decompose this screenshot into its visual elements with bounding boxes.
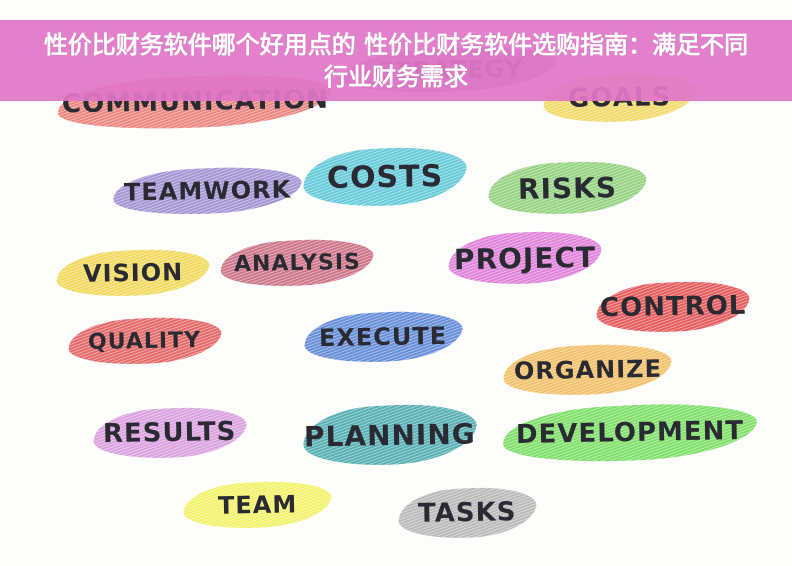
title-banner: 性价比财务软件哪个好用点的 性价比财务软件选购指南：满足不同行业财务需求 (0, 20, 792, 101)
keyword-execute: EXECUTE (301, 307, 466, 367)
keyword-label: PROJECT (453, 240, 597, 276)
keyword-label: EXECUTE (319, 321, 448, 353)
keyword-label: VISION (82, 258, 184, 288)
keyword-label: QUALITY (88, 327, 202, 355)
keyword-costs: COSTS (299, 143, 471, 211)
keyword-label: TEAMWORK (123, 175, 292, 207)
keyword-label: PLANNING (303, 417, 477, 453)
keyword-risks: RISKS (485, 157, 650, 219)
banner-title: 性价比财务软件哪个好用点的 性价比财务软件选购指南：满足不同行业财务需求 (43, 30, 749, 91)
keyword-analysis: ANALYSIS (217, 236, 377, 290)
keyword-label: COSTS (326, 158, 444, 196)
keyword-tasks: TASKS (395, 484, 540, 542)
keyword-development: DEVELOPMENT (499, 398, 761, 468)
keyword-label: ANALYSIS (233, 249, 361, 277)
keyword-control: CONTROL (593, 278, 753, 336)
keyword-project: PROJECT (445, 228, 605, 288)
keyword-label: TEAM (217, 490, 298, 520)
keyword-label: TASKS (418, 497, 517, 529)
keyword-quality: QUALITY (65, 314, 225, 368)
keyword-results: RESULTS (90, 404, 250, 462)
keyword-label: RISKS (517, 170, 618, 206)
keyword-team: TEAM (180, 478, 335, 532)
keyword-teamwork: TEAMWORK (110, 163, 305, 219)
keyword-organize: ORGANIZE (500, 340, 675, 400)
keyword-label: ORGANIZE (513, 354, 662, 386)
keyword-label: CONTROL (599, 290, 747, 324)
keyword-label: RESULTS (103, 416, 237, 450)
keyword-planning: PLANNING (299, 400, 481, 470)
keyword-label: DEVELOPMENT (515, 416, 745, 450)
keyword-vision: VISION (53, 246, 213, 300)
